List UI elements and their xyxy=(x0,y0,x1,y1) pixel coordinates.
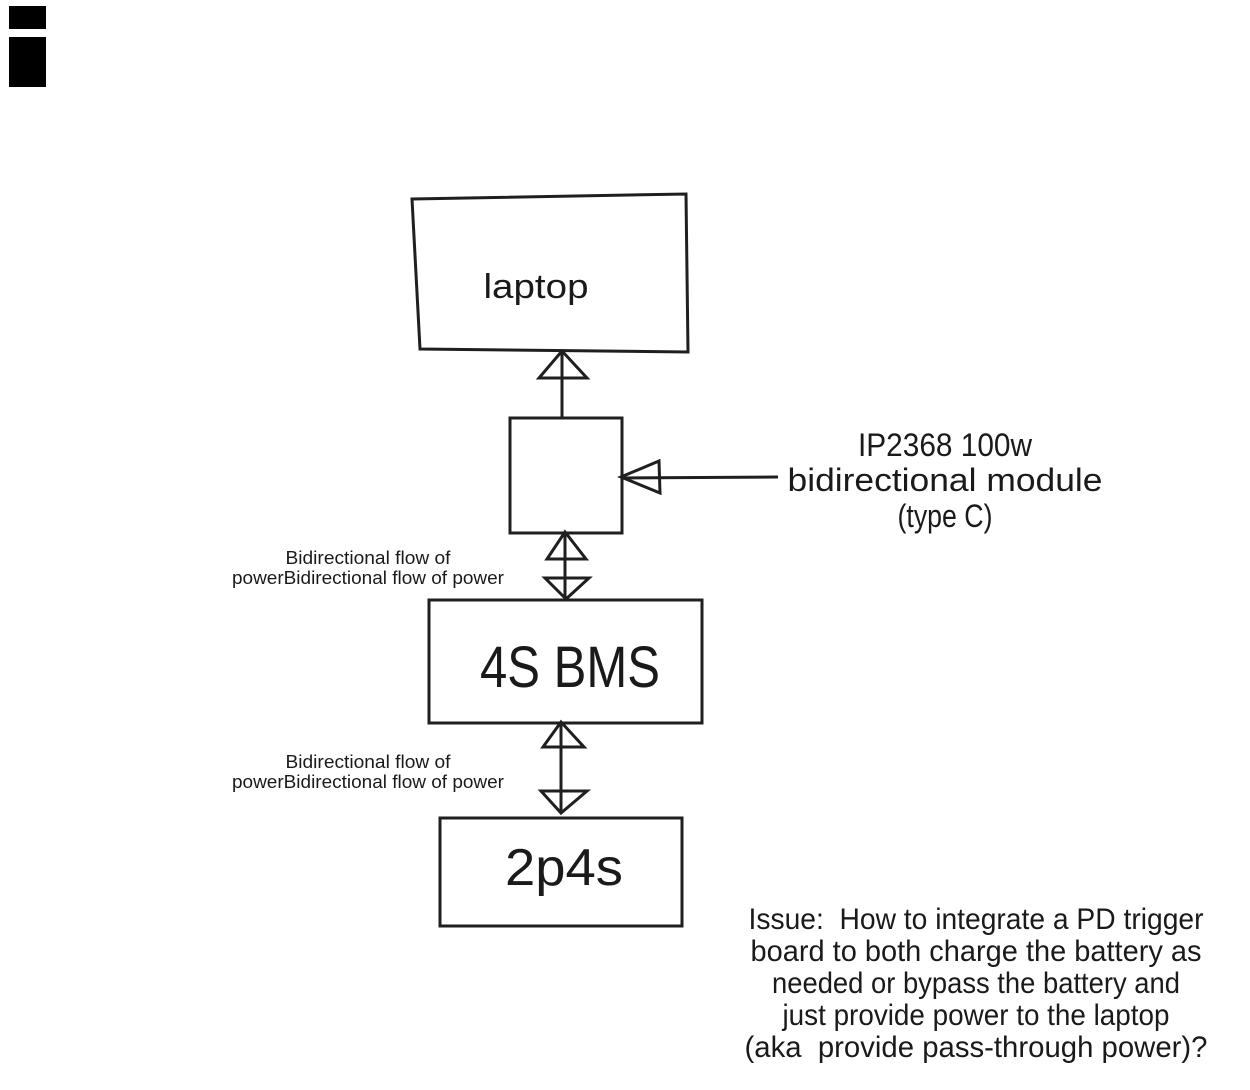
module-bms-arrowhead-up-icon xyxy=(544,529,590,561)
bms-label: 4S BMS xyxy=(480,635,660,700)
flow-label-lower-line-2: powerBidirectional flow of power xyxy=(232,772,504,792)
battery-box xyxy=(438,816,684,928)
flow-label-upper-line-2: powerBidirectional flow of power xyxy=(232,568,504,588)
battery-label: 2p4s xyxy=(505,839,623,897)
module-note-line-3: (type C) xyxy=(898,498,993,534)
bms-battery-arrowhead-down-icon xyxy=(537,789,592,816)
flow-label-upper-line-1: Bidirectional flow of xyxy=(286,548,452,568)
laptop-box xyxy=(410,192,690,354)
module-pointer-line xyxy=(620,475,779,480)
module-note-line-1: IP2368 100w xyxy=(858,427,1033,463)
corner-mark-bottom xyxy=(9,37,46,87)
module-laptop-arrowhead-icon xyxy=(535,348,591,380)
module-bms-arrowhead-down-icon xyxy=(541,576,593,602)
flow-label-lower-line-1: Bidirectional flow of xyxy=(286,752,452,772)
bms-battery-arrowhead-up-icon xyxy=(540,719,588,749)
laptop-label: laptop xyxy=(484,268,589,306)
corner-mark-top xyxy=(9,6,46,29)
module-box xyxy=(508,416,624,535)
issue-note-line-1: Issue: How to integrate a PD trigger xyxy=(749,903,1204,936)
issue-note-line-5: (aka provide pass-through power)? xyxy=(745,1031,1208,1064)
module-pointer-arrowhead-icon xyxy=(617,458,662,496)
bms-box xyxy=(427,598,704,725)
module-note-line-2: bidirectional module xyxy=(788,462,1103,498)
issue-note-line-3: needed or bypass the battery and xyxy=(772,967,1180,1000)
issue-note-line-2: board to both charge the battery as xyxy=(751,935,1202,968)
issue-note-line-4: just provide power to the laptop xyxy=(782,999,1170,1032)
